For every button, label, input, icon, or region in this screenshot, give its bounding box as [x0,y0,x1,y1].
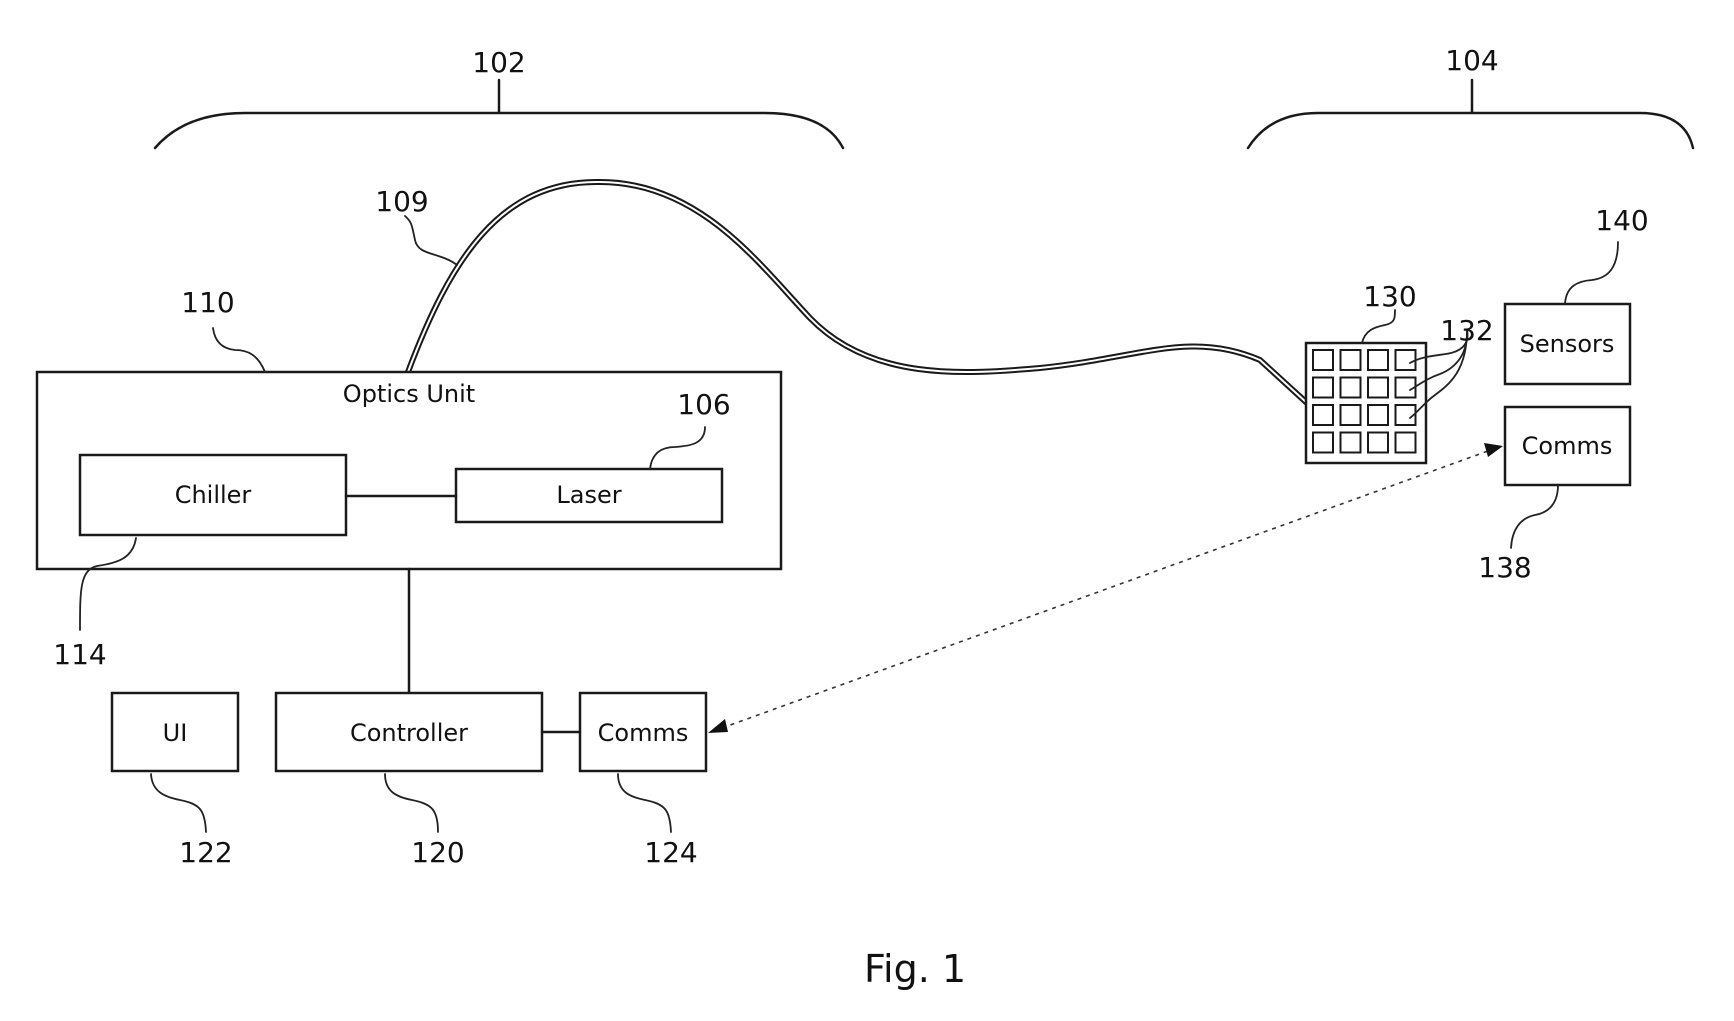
sensor-cell [1368,405,1388,425]
laser-label: Laser [556,481,621,509]
sensors-label: Sensors [1520,330,1615,358]
leader-140 [1565,242,1618,304]
chiller-label: Chiller [175,481,252,509]
sensor-cell [1341,433,1361,453]
optics-unit-label: Optics Unit [343,380,475,408]
leader-120 [385,774,438,832]
wireless-link [722,451,1488,728]
ref-106: 106 [677,388,730,421]
figure-caption: Fig. 1 [864,947,966,991]
leader-122 [151,774,206,832]
sensor-cell [1368,350,1388,370]
comms-remote-label: Comms [1522,432,1613,460]
ref-122: 122 [179,836,232,869]
leader-138 [1511,485,1558,548]
leader-130 [1362,310,1395,343]
leader-109 [405,216,457,265]
sensor-cell [1341,378,1361,398]
arrowhead-base [708,719,728,733]
ref-124: 124 [644,836,697,869]
sensor-cell [1313,378,1333,398]
comms-base-label: Comms [598,719,689,747]
bracket-102 [155,80,843,148]
sensor-cell [1368,378,1388,398]
leader-110 [213,328,265,372]
sensor-cell [1396,433,1416,453]
ref-102: 102 [472,46,525,79]
ref-104: 104 [1445,44,1498,77]
sensor-cell [1313,405,1333,425]
leader-124 [618,774,671,832]
sensor-cell [1341,405,1361,425]
ref-120: 120 [411,836,464,869]
ui-label: UI [163,719,188,747]
fiber-cable [408,182,1307,403]
ref-109: 109 [375,185,428,218]
ref-110: 110 [181,286,234,319]
ref-138: 138 [1478,551,1531,584]
ref-114: 114 [53,638,106,671]
sensor-cell [1396,350,1416,370]
sensor-cell [1313,433,1333,453]
sensor-cell [1368,433,1388,453]
controller-label: Controller [350,719,468,747]
arrowhead-remote [1484,443,1503,457]
sensor-cell [1313,350,1333,370]
sensor-cell [1341,350,1361,370]
ref-140: 140 [1595,204,1648,237]
ref-132: 132 [1440,314,1493,347]
bracket-104 [1248,80,1693,148]
fiber-cable-core [408,182,1307,403]
ref-130: 130 [1363,280,1416,313]
